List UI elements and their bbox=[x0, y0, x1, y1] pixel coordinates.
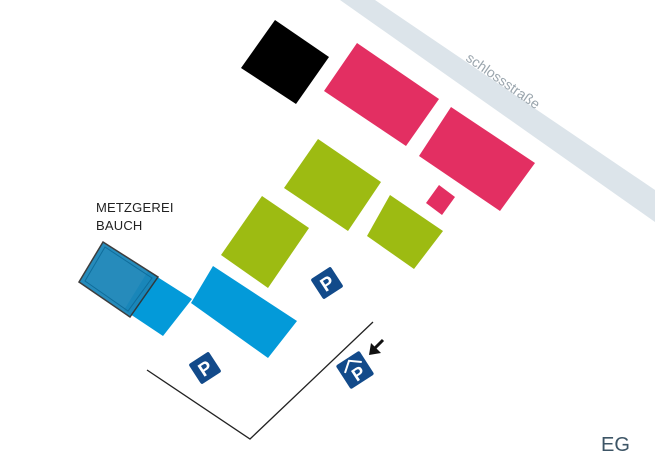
parking-boundary-line bbox=[146, 321, 374, 440]
parking-garage-sign-bg bbox=[336, 351, 374, 389]
parking-sign-1-bg bbox=[311, 267, 343, 299]
building-blue-1 bbox=[191, 266, 297, 358]
building-green-3 bbox=[367, 195, 443, 269]
shop-metzgerei-bauch[interactable] bbox=[77, 240, 160, 319]
parking-garage-sign[interactable]: P bbox=[336, 351, 375, 391]
floor-label: EG bbox=[601, 434, 630, 456]
entrance-arrow-icon bbox=[369, 338, 385, 355]
street bbox=[340, 0, 655, 222]
shop-metzgerei-bauch-inner bbox=[84, 246, 153, 312]
building-pink-1 bbox=[324, 43, 439, 146]
shop-label: METZGEREI BAUCH bbox=[96, 199, 174, 235]
parking-sign-2[interactable]: P bbox=[188, 351, 221, 384]
building-pink-2 bbox=[419, 107, 535, 211]
building-black bbox=[241, 20, 329, 104]
shop-label-line2: BAUCH bbox=[96, 218, 143, 233]
building-green-2 bbox=[221, 196, 309, 288]
building-pink-small bbox=[426, 185, 455, 215]
shop-label-line1: METZGEREI bbox=[96, 200, 174, 215]
parking-sign-1[interactable]: P bbox=[310, 266, 343, 299]
parking-sign-2-bg bbox=[189, 352, 221, 384]
building-green-1 bbox=[284, 139, 381, 231]
garage-roof-icon bbox=[344, 359, 362, 374]
